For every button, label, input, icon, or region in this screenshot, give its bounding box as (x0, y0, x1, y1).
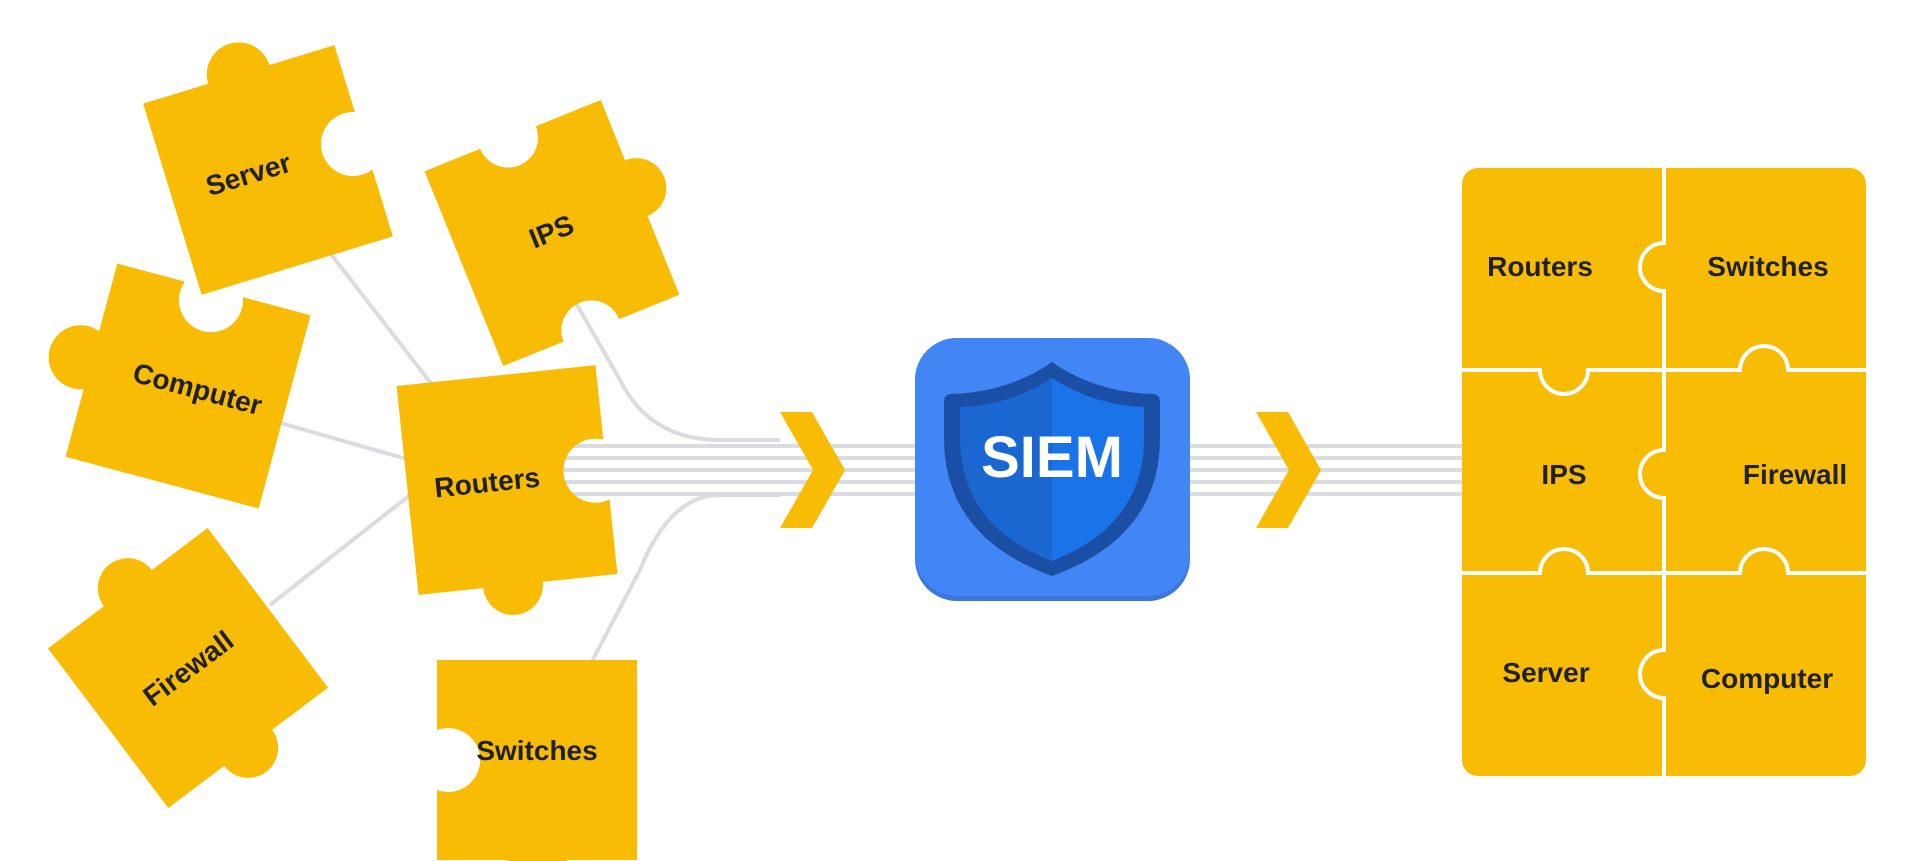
puzzle-piece-computer: Computer (48, 263, 311, 509)
grid-label-ips: IPS (1541, 459, 1586, 490)
puzzle-piece-routers: Routers (396, 365, 618, 615)
siem-label: SIEM (981, 425, 1123, 490)
connector-switches (588, 493, 780, 666)
chevron-right-icon (780, 412, 845, 528)
connector-server (318, 238, 442, 397)
grid-label-firewall: Firewall (1743, 459, 1847, 490)
data-lines-left (540, 444, 915, 496)
data-lines-right (1190, 444, 1462, 496)
grid-label-computer: Computer (1701, 663, 1833, 694)
grid-label-server: Server (1502, 657, 1589, 688)
siem-box: SIEM (915, 338, 1190, 601)
puzzle-piece-server: Server (143, 42, 393, 295)
connector-lines (268, 238, 780, 666)
grid-label-routers: Routers (1487, 251, 1593, 282)
connector-firewall (268, 493, 412, 607)
grid-label-switches: Switches (1707, 251, 1828, 282)
puzzle-piece-switches: Switches (437, 660, 637, 861)
puzzle-piece-ips: IPS (424, 100, 680, 366)
assembled-puzzle: Routers Switches IPS Firewall Server Com… (1462, 168, 1866, 776)
connector-ips (558, 274, 780, 442)
connector-computer (269, 418, 411, 462)
label-switches: Switches (476, 735, 597, 766)
chevron-right-icon (1256, 412, 1321, 528)
puzzle-piece-firewall: Firewall (47, 527, 329, 809)
